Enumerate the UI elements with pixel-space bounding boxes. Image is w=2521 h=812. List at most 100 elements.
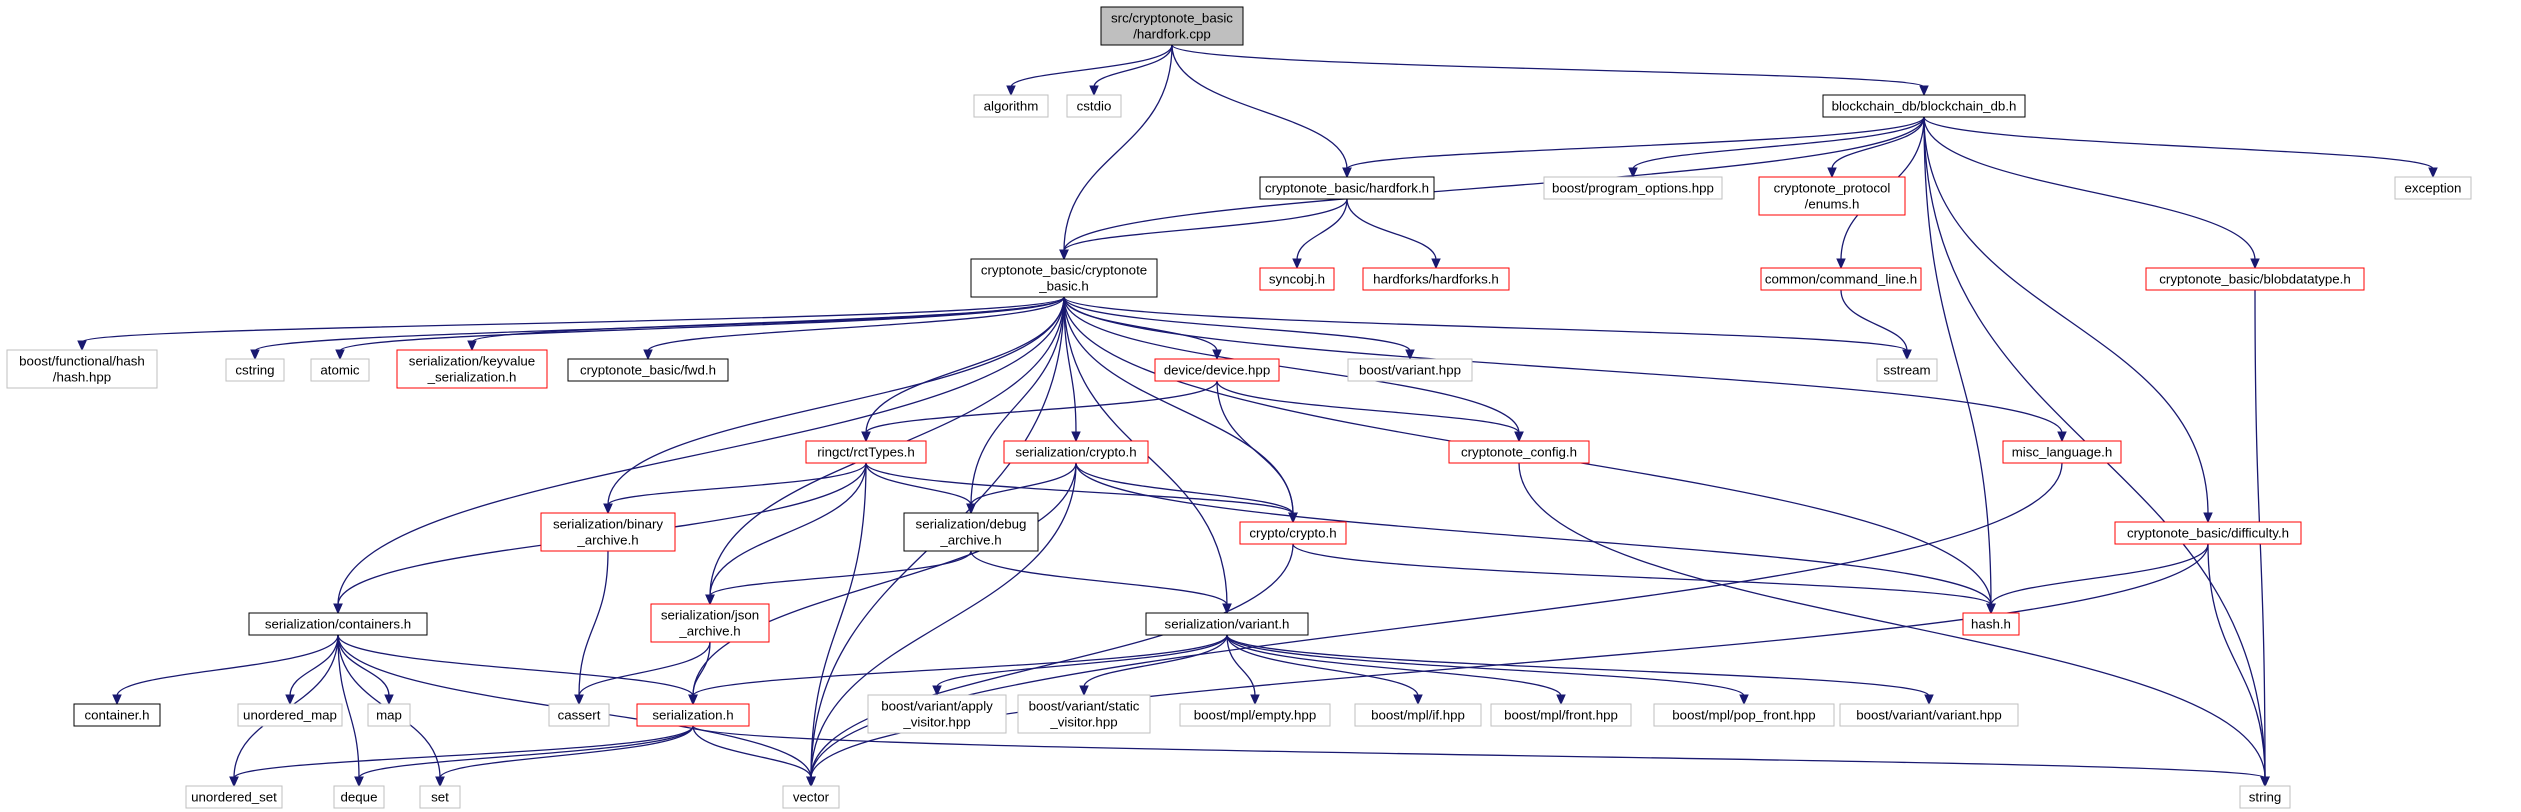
arrowhead-icon	[1222, 603, 1232, 615]
node-box	[805, 440, 927, 464]
node-exception: exception	[2394, 176, 2472, 200]
arrowhead-icon	[2250, 258, 2260, 270]
arrowhead-icon	[335, 349, 345, 361]
node-label: hardforks/hardforks.h	[1373, 272, 1499, 287]
node-hash_h[interactable]: hash.h	[1962, 612, 2020, 636]
node-box	[1066, 94, 1122, 118]
arrowhead-icon	[1556, 694, 1566, 706]
node-blockchain_db[interactable]: blockchain_db/blockchain_db.h	[1822, 94, 2026, 118]
edge-ser_variant-to-mpl_empty	[1226, 634, 1260, 706]
node-containers[interactable]: serialization/containers.h	[248, 612, 428, 636]
node-box	[782, 785, 840, 809]
node-label: serialization/binary	[553, 517, 663, 532]
edge-difficulty-to-string	[2207, 543, 2270, 788]
edge-json_archive-to-cassert	[574, 641, 711, 706]
node-syncobj[interactable]: syncobj.h	[1259, 267, 1335, 291]
arrowhead-icon	[1089, 85, 1099, 97]
node-label: boost/program_options.hpp	[1552, 181, 1714, 196]
node-keyvalue[interactable]: serialization/keyvalue_serialization.h	[396, 349, 548, 389]
node-box	[1448, 440, 1590, 464]
arrowhead-icon	[1413, 694, 1423, 706]
node-label: /hardfork.cpp	[1133, 27, 1211, 42]
arrowhead-icon	[467, 340, 477, 352]
edge-command_line-to-sstream	[1840, 289, 1912, 361]
node-box	[396, 349, 548, 389]
node-crypto_h[interactable]: crypto/crypto.h	[1239, 521, 1347, 545]
node-cn_config[interactable]: cryptonote_config.h	[1448, 440, 1590, 464]
node-box	[1017, 694, 1151, 734]
arrowhead-icon	[861, 431, 871, 443]
edge-hardfork_cpp-to-hardfork_h	[1171, 44, 1352, 179]
arrowhead-icon	[2428, 167, 2438, 179]
node-json_archive[interactable]: serialization/json_archive.h	[650, 603, 770, 643]
node-hardforks[interactable]: hardforks/hardforks.h	[1362, 267, 1510, 291]
node-label: algorithm	[984, 99, 1039, 114]
node-rcttypes[interactable]: ringct/rctTypes.h	[805, 440, 927, 464]
edge-serialization_h-to-unordered_set	[229, 725, 694, 788]
node-box	[2394, 176, 2472, 200]
node-box	[1259, 176, 1435, 200]
arrowhead-icon	[1628, 167, 1638, 179]
node-cassert: cassert	[548, 703, 610, 727]
edge-cryptonote_basic_h-to-misc_language	[1063, 296, 2067, 443]
node-box	[567, 358, 729, 382]
node-protocol_enums[interactable]: cryptonote_protocol/enums.h	[1758, 176, 1906, 216]
arrowhead-icon	[333, 603, 343, 615]
node-binary_archive[interactable]: serialization/binary_archive.h	[540, 512, 676, 552]
node-misc_language[interactable]: misc_language.h	[2002, 440, 2122, 464]
node-box	[2145, 267, 2365, 291]
node-cstdio: cstdio	[1066, 94, 1122, 118]
arrowhead-icon	[354, 776, 364, 788]
node-box	[225, 358, 285, 382]
node-label: boost/mpl/if.hpp	[1371, 708, 1465, 723]
node-hardfork_h[interactable]: cryptonote_basic/hardfork.h	[1259, 176, 1435, 200]
node-command_line[interactable]: common/command_line.h	[1760, 267, 1922, 291]
node-label: _archive.h	[939, 533, 1001, 548]
node-label: boost/variant/static	[1029, 699, 1140, 714]
node-blobdatatype[interactable]: cryptonote_basic/blobdatatype.h	[2145, 267, 2365, 291]
edge-ser_crypto-to-serialization_h	[688, 462, 1077, 706]
node-box	[2002, 440, 2122, 464]
node-label: serialization/debug	[916, 517, 1027, 532]
node-debug_archive[interactable]: serialization/debug_archive.h	[903, 512, 1039, 552]
node-box	[1822, 94, 2026, 118]
edge-cryptonote_basic_h-to-containers	[333, 296, 1065, 615]
node-box	[903, 512, 1039, 552]
node-ser_crypto[interactable]: serialization/crypto.h	[1003, 440, 1149, 464]
node-label: deque	[341, 790, 378, 805]
node-hardfork_cpp[interactable]: src/cryptonote_basic/hardfork.cpp	[1100, 6, 1244, 46]
edge-serialization_h-to-string	[692, 725, 2270, 788]
edge-serialization_h-to-deque	[354, 725, 694, 788]
edge-ser_crypto-to-crypto_h	[1075, 462, 1298, 524]
arrowhead-icon	[1342, 167, 1352, 179]
node-label: map	[376, 708, 402, 723]
node-box	[1347, 358, 1473, 382]
edge-blockchain_db-to-exception	[1923, 116, 2438, 179]
node-label: _serialization.h	[427, 370, 517, 385]
arrowhead-icon	[1292, 258, 1302, 270]
arrowhead-icon	[688, 694, 698, 706]
node-serialization_h[interactable]: serialization.h	[636, 703, 750, 727]
node-label: boost/variant.hpp	[1359, 363, 1461, 378]
edge-ser_crypto-to-vector	[806, 462, 1077, 788]
node-container_h[interactable]: container.h	[73, 703, 161, 727]
edge-rcttypes-to-binary_archive	[603, 462, 867, 515]
arrowhead-icon	[1212, 349, 1222, 361]
node-cryptonote_basic_h[interactable]: cryptonote_basic/cryptonote_basic.h	[970, 258, 1158, 298]
node-label: boost/functional/hash	[19, 354, 145, 369]
node-label: /enums.h	[1805, 197, 1860, 212]
edge-ser_variant-to-variant_variant	[1226, 634, 1934, 706]
node-label: atomic	[320, 363, 360, 378]
node-box	[248, 612, 428, 636]
node-difficulty[interactable]: cryptonote_basic/difficulty.h	[2114, 521, 2302, 545]
node-box	[1154, 358, 1280, 382]
node-device[interactable]: device/device.hpp	[1154, 358, 1280, 382]
node-box	[1758, 176, 1906, 216]
node-label: serialization.h	[652, 708, 733, 723]
node-ser_variant[interactable]: serialization/variant.h	[1145, 612, 1309, 636]
node-box	[1100, 6, 1244, 46]
node-box	[237, 703, 343, 727]
edges-layer	[77, 44, 2438, 788]
node-box	[1145, 612, 1309, 636]
node-fwd[interactable]: cryptonote_basic/fwd.h	[567, 358, 729, 382]
